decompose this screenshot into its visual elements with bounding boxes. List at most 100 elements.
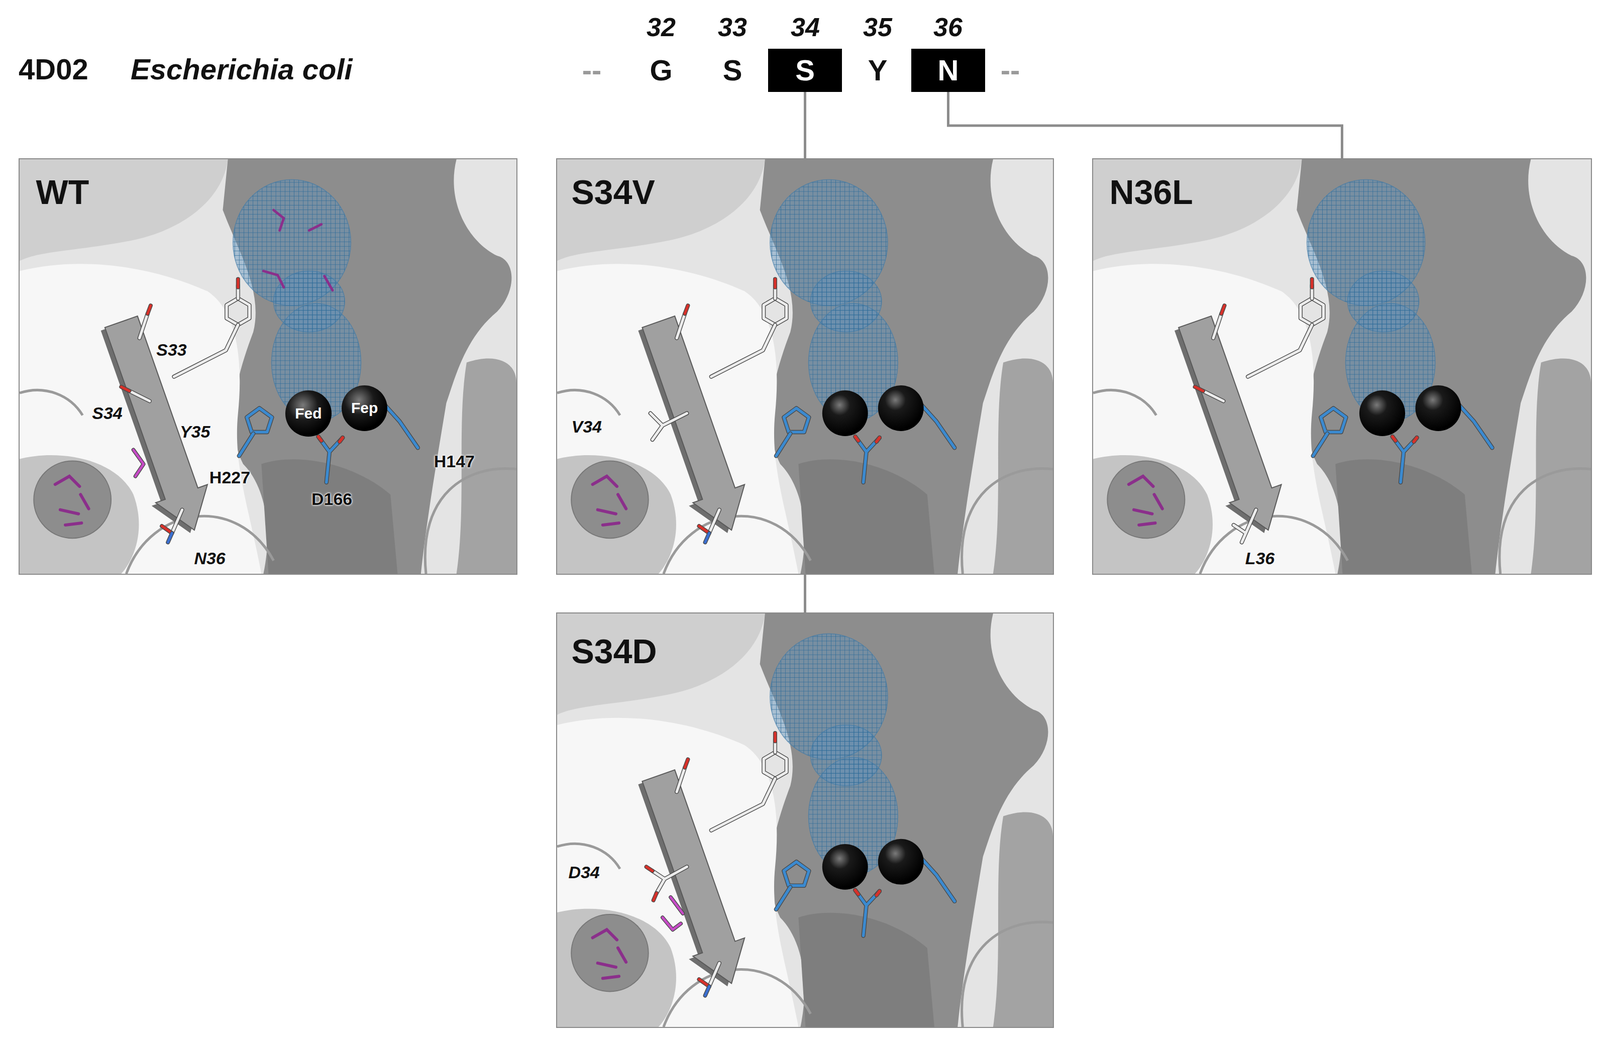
residue-label: H227 xyxy=(209,467,251,488)
connector-line xyxy=(803,574,807,613)
residue-stick-outline xyxy=(139,313,148,339)
histidine-ring xyxy=(783,407,809,433)
oxygen-stick xyxy=(855,890,880,896)
residue-letter: S xyxy=(722,53,743,88)
tyrosine-ring xyxy=(763,752,787,779)
ligand-stick xyxy=(133,449,144,477)
label-holder: -- xyxy=(582,53,602,88)
connector-line xyxy=(948,91,1343,159)
residue-stick-outline xyxy=(1233,509,1257,543)
structure-art xyxy=(19,159,517,574)
residue-stick xyxy=(129,390,150,401)
oxygen-stick-outline xyxy=(646,866,657,901)
ligand-stick xyxy=(308,224,322,231)
ligand-stick xyxy=(1154,494,1163,509)
residue-letter: G xyxy=(649,53,673,88)
residue-stick-outline xyxy=(709,963,720,987)
ligand-stick xyxy=(602,522,619,525)
protein-surface xyxy=(993,358,1053,574)
oxygen-stick xyxy=(684,759,688,768)
stick-models xyxy=(1128,279,1492,543)
iron-label: Fed xyxy=(294,404,322,423)
residue-number: 34 xyxy=(790,12,820,43)
label-holder: 36 xyxy=(933,12,963,43)
ligand-stick-outline xyxy=(133,449,144,477)
structure-panel: S34V V34 xyxy=(556,158,1054,575)
ligand-stick xyxy=(273,209,284,231)
oxygen-stick xyxy=(121,386,130,391)
histidine-stick-outline xyxy=(1313,433,1328,456)
stick-models xyxy=(55,279,418,543)
aspartate-stick-outline xyxy=(855,890,880,936)
residue-label: D166 xyxy=(311,489,353,509)
residue-label: L36 xyxy=(1245,548,1275,569)
oxygen-stick-outline xyxy=(684,759,688,768)
tyrosine-ring-outline xyxy=(763,298,787,326)
cartoon-loop xyxy=(126,515,274,574)
ligand-stick xyxy=(55,476,80,487)
ligand-stick xyxy=(592,929,617,940)
residue-number: 35 xyxy=(863,12,893,43)
cartoon-loop xyxy=(962,921,1053,1027)
pdb-code: 4D02 xyxy=(18,52,89,87)
residue-stick-outline xyxy=(1213,313,1222,339)
oxygen-stick xyxy=(147,305,151,314)
residue-stick-outline xyxy=(676,767,685,792)
pocket-cavity xyxy=(19,263,262,574)
label-holder: V34 xyxy=(571,416,602,437)
protein-surface xyxy=(19,159,229,261)
aspartate-stick-outline xyxy=(1392,436,1418,483)
nitrogen-stick xyxy=(705,986,710,996)
residue-label: H147 xyxy=(434,451,475,472)
oxygen-stick-outline xyxy=(855,890,880,896)
residue-stick xyxy=(1233,509,1257,543)
beta-strand xyxy=(642,315,745,530)
label-holder: D34 xyxy=(568,862,600,883)
residue-stick-outline xyxy=(129,390,150,401)
ligand-stick xyxy=(617,494,626,509)
cartoon-loop xyxy=(557,389,620,415)
residue-stick-outline xyxy=(171,509,182,534)
histidine-stick-outline xyxy=(776,433,791,456)
residue-stick xyxy=(709,963,720,987)
protein-surface xyxy=(557,455,677,574)
oxygen-stick xyxy=(1195,386,1204,391)
oxygen-stick-outline xyxy=(1221,305,1225,314)
ligand-stick xyxy=(1138,522,1155,525)
oxygen-stick-outline xyxy=(773,279,778,288)
residue-letter: S xyxy=(795,53,815,88)
ligand-stick xyxy=(1128,476,1154,487)
oxygen-stick-outline xyxy=(236,279,241,288)
protein-surface xyxy=(19,159,517,574)
aspartate-stick-outline xyxy=(318,436,344,483)
label-holder: Y35 xyxy=(179,421,211,442)
ligand-stick xyxy=(602,976,619,979)
histidine-stick-outline xyxy=(776,887,791,910)
protein-surface xyxy=(1093,159,1302,261)
protein-surface xyxy=(1093,159,1591,574)
histidine-stick xyxy=(239,433,254,456)
residue-letter: Y xyxy=(868,53,888,88)
protein-surface xyxy=(1093,455,1213,574)
cartoon-loop xyxy=(663,969,811,1027)
beta-strand xyxy=(642,769,745,984)
residue-stick-outline xyxy=(1203,390,1224,401)
residue-label: N36 xyxy=(193,548,226,569)
label-holder: G xyxy=(649,53,673,88)
label-holder: 35 xyxy=(863,12,893,43)
pocket-cavity xyxy=(557,263,799,574)
ligand-stick-outline xyxy=(662,897,683,930)
ligand-stick xyxy=(662,897,683,930)
oxygen-stick xyxy=(236,279,240,288)
panel-title-holder: S34V xyxy=(571,172,655,212)
iron-sphere xyxy=(1415,385,1461,432)
protein-surface xyxy=(557,613,1053,1027)
residue-stick xyxy=(171,509,182,534)
structure-panel: N36LL36 xyxy=(1092,158,1592,575)
structure-art xyxy=(557,613,1053,1027)
residue-stick-outline xyxy=(711,325,776,377)
protein-surface xyxy=(993,812,1053,1027)
protein-surface xyxy=(19,455,139,574)
oxygen-stick-outline xyxy=(773,732,778,741)
residue-stick xyxy=(676,313,685,339)
